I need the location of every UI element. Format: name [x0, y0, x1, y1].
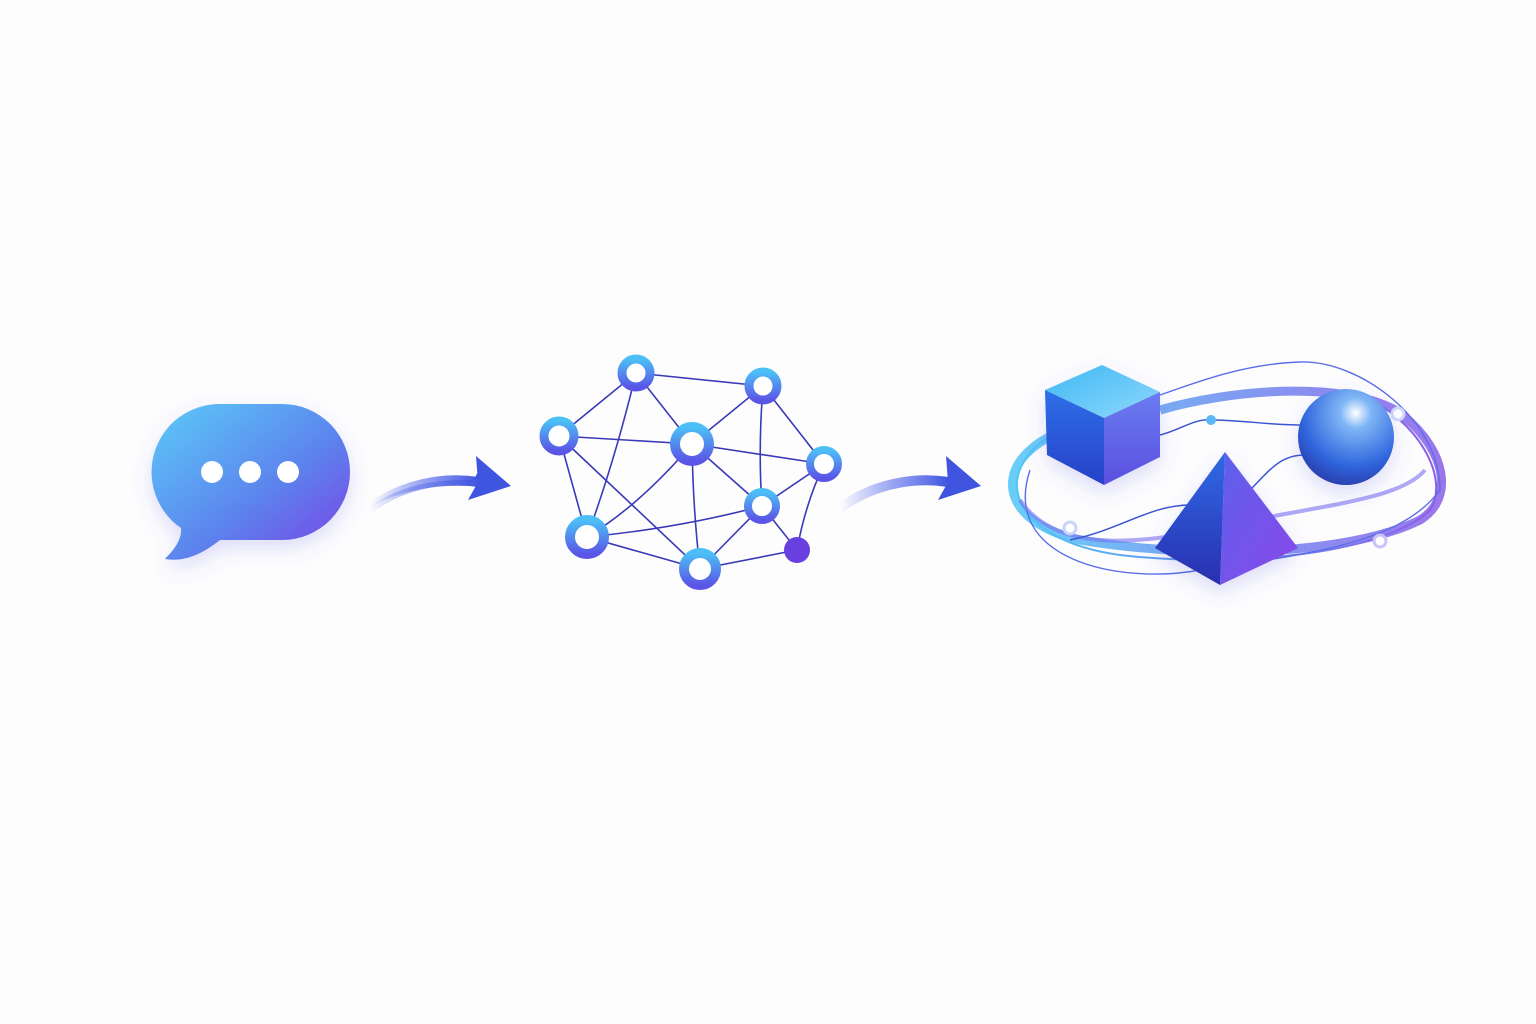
arrow-right-icon — [365, 456, 511, 513]
network-node — [744, 367, 782, 405]
sparkle-dot — [1062, 520, 1078, 536]
network-node — [565, 515, 609, 559]
sparkle-dot — [1206, 415, 1216, 425]
network-node — [744, 488, 780, 524]
3d-shapes-icon — [1008, 361, 1447, 585]
arrow-right-icon — [835, 456, 981, 513]
chat-bubble-icon — [151, 404, 350, 560]
dot-icon — [277, 461, 299, 483]
network-node-filled — [784, 537, 810, 563]
network-node — [806, 446, 842, 482]
network-node — [679, 548, 721, 590]
network-node — [539, 416, 579, 456]
network-node — [617, 354, 655, 392]
sparkle-dot — [1372, 533, 1388, 549]
pyramid-icon — [1155, 452, 1298, 585]
network-graph-icon — [539, 354, 842, 590]
dot-icon — [239, 461, 261, 483]
network-node — [670, 422, 714, 466]
cube-icon — [1045, 365, 1160, 485]
sphere-icon — [1298, 389, 1394, 485]
sparkle-dot — [1390, 406, 1406, 422]
dot-icon — [201, 461, 223, 483]
